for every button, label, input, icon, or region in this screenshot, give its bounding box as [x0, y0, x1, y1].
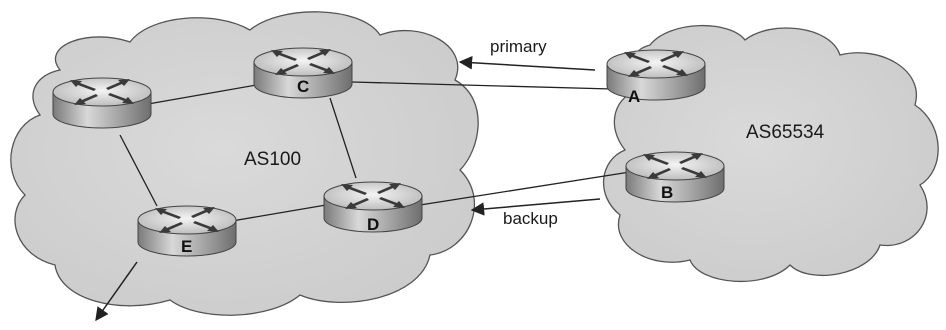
links [119, 81, 631, 222]
as100-label: AS100 [244, 149, 301, 170]
router-c-label: C [297, 77, 309, 96]
router-e-label: E [181, 237, 192, 256]
router-b-label: B [661, 183, 673, 202]
router-e: E [137, 205, 237, 257]
primary-label: primary [490, 37, 547, 56]
primary-arrow-line [458, 55, 596, 71]
backup-arrow-line [470, 198, 601, 216]
cloud-as100: AS100 [10, 11, 479, 316]
router-b: B [625, 151, 725, 203]
link-c-d [329, 97, 357, 179]
outbound-arrow [95, 261, 138, 322]
router-a: A [606, 49, 706, 106]
router-d-label: D [367, 215, 379, 234]
router-unlabeled [52, 77, 152, 129]
link-unlabeled-e [119, 134, 158, 207]
router-c: C [253, 47, 353, 99]
link-e-d [231, 204, 327, 222]
outbound-arrow-line [95, 261, 138, 322]
link-unlabeled-c [147, 83, 263, 105]
link-c-a [351, 81, 613, 90]
as65534-label: AS65534 [746, 122, 825, 143]
backup-arrow: backup [470, 198, 601, 228]
backup-label: backup [503, 209, 558, 228]
router-a-label: A [628, 87, 640, 106]
router-d: D [323, 181, 423, 234]
primary-arrow: primary [458, 37, 596, 71]
link-d-b [419, 171, 631, 206]
